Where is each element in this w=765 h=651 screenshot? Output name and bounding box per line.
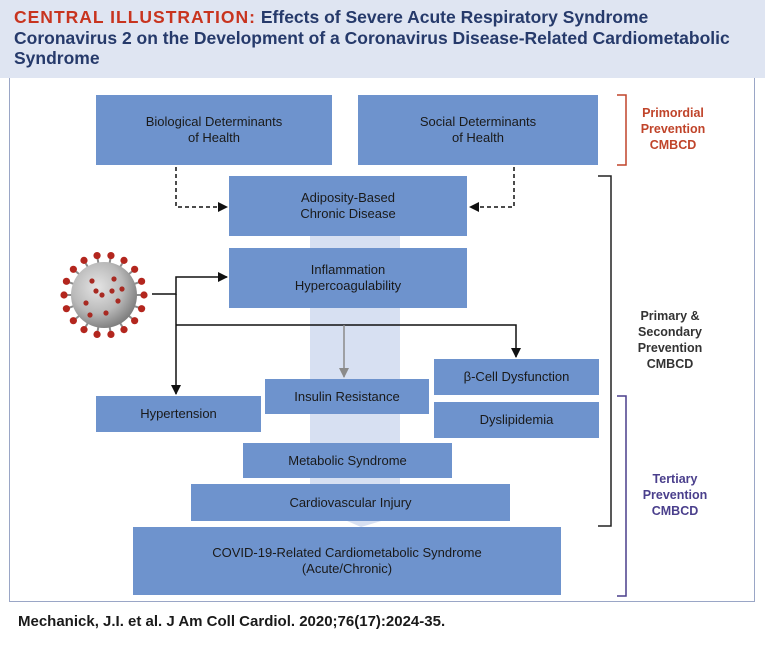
virus-spike-tip bbox=[131, 265, 139, 273]
sars-cov-2-virus-icon bbox=[60, 252, 148, 338]
virus-spike-tip bbox=[93, 330, 101, 338]
virus-surface-protein bbox=[103, 310, 109, 316]
virus-spike-tip bbox=[137, 305, 146, 313]
virus-spike-tip bbox=[80, 326, 88, 334]
arrow-to-inflammation bbox=[152, 272, 228, 295]
header-banner: CENTRAL ILLUSTRATION: Effects of Severe … bbox=[0, 0, 765, 78]
arrow-to-beta-cell bbox=[176, 324, 521, 358]
virus-spike-tip bbox=[131, 317, 139, 325]
adiposity-box: Adiposity-Based Chronic Disease bbox=[229, 176, 467, 236]
title-text: Effects of Severe Acute Respiratory Synd… bbox=[14, 7, 730, 68]
virus-spike-tip bbox=[120, 256, 128, 264]
virus-surface-protein bbox=[93, 288, 99, 294]
biological-determinants-box: Biological Determinants of Health bbox=[96, 95, 332, 165]
virus-surface-protein bbox=[89, 278, 95, 284]
dyslipidemia-box: Dyslipidemia bbox=[434, 402, 599, 438]
hypertension-box: Hypertension bbox=[96, 396, 261, 432]
dashed-arrow-social bbox=[469, 167, 515, 212]
inflammation-box: Inflammation Hypercoagulability bbox=[229, 248, 467, 308]
page-title: CENTRAL ILLUSTRATION: Effects of Severe … bbox=[14, 7, 754, 69]
virus-surface-protein bbox=[87, 312, 93, 318]
insulin-resistance-box: Insulin Resistance bbox=[265, 379, 429, 414]
virus-surface-protein bbox=[111, 276, 117, 282]
virus-spike-tip bbox=[69, 265, 77, 273]
beta-cell-box: β-Cell Dysfunction bbox=[434, 359, 599, 395]
primary-secondary-bracket bbox=[598, 175, 612, 527]
virus-spike-tip bbox=[60, 291, 68, 299]
virus-surface-protein bbox=[109, 288, 115, 294]
tertiary-bracket bbox=[617, 395, 627, 597]
primordial-bracket bbox=[617, 94, 627, 166]
diagram-panel bbox=[9, 78, 755, 602]
virus-spike-tip bbox=[69, 317, 77, 325]
covid-syndrome-box: COVID-19-Related Cardiometabolic Syndrom… bbox=[133, 527, 561, 595]
metabolic-syndrome-box: Metabolic Syndrome bbox=[243, 443, 452, 478]
virus-spike-tip bbox=[93, 252, 101, 260]
virus-surface-protein bbox=[115, 298, 121, 304]
virus-spike-tip bbox=[107, 252, 115, 260]
social-determinants-box: Social Determinants of Health bbox=[358, 95, 598, 165]
virus-surface-protein bbox=[83, 300, 89, 306]
virus-spike-tip bbox=[62, 305, 71, 313]
virus-surface-protein bbox=[119, 286, 125, 292]
virus-spike-tip bbox=[120, 326, 128, 334]
primordial-prevention-label: Primordial Prevention CMBCD bbox=[640, 106, 706, 152]
virus-surface-protein bbox=[99, 292, 105, 298]
tertiary-prevention-label: Tertiary Prevention CMBCD bbox=[642, 472, 708, 518]
virus-spike-tip bbox=[62, 277, 71, 285]
virus-spike-tip bbox=[140, 291, 148, 299]
virus-spike-tip bbox=[80, 256, 88, 264]
dashed-arrow-biological bbox=[175, 167, 228, 212]
cardiovascular-injury-box: Cardiovascular Injury bbox=[191, 484, 510, 521]
virus-spike-tip bbox=[107, 330, 115, 338]
primary-secondary-prevention-label: Primary & Secondary Prevention CMBCD bbox=[637, 309, 703, 371]
citation: Mechanick, J.I. et al. J Am Coll Cardiol… bbox=[18, 613, 446, 630]
title-prefix: CENTRAL ILLUSTRATION: bbox=[14, 7, 256, 27]
virus-spike-tip bbox=[137, 277, 146, 285]
